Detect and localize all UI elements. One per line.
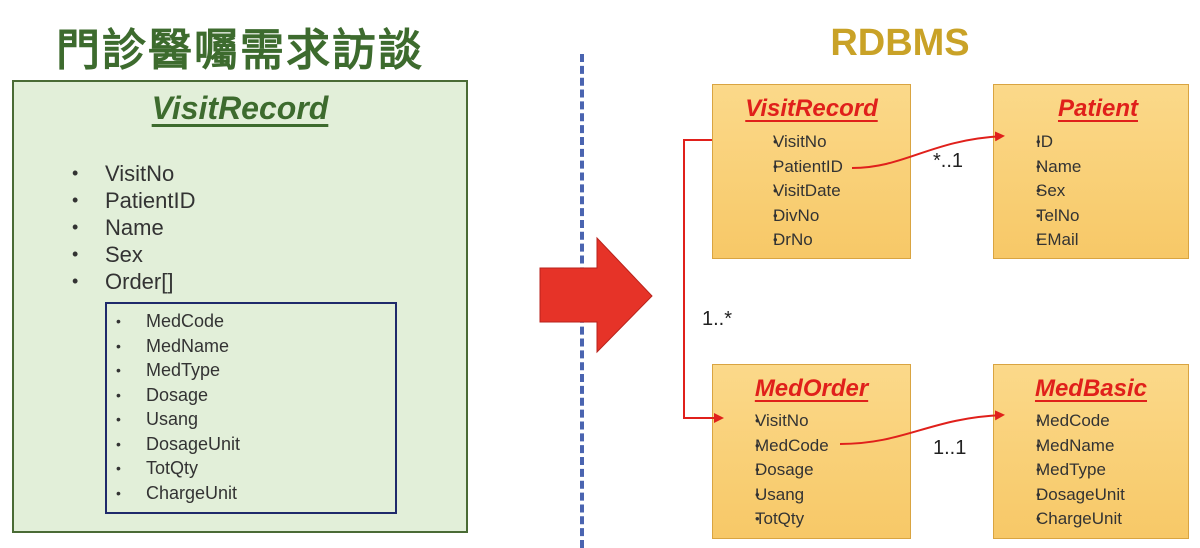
table-visitrecord: VisitRecord VisitNo PatientID VisitDate … [712,84,911,259]
list-item: PatientID [72,187,196,214]
list-item: VisitNo [723,409,829,434]
table-field-list: VisitNo MedCode Dosage Usang TotQty [723,409,829,532]
list-item: ID [1012,130,1081,155]
list-item: Sex [72,241,196,268]
list-item: Name [1012,155,1081,180]
table-field-list: MedCode MedName MedType DosageUnit Charg… [1004,409,1125,532]
list-item: VisitNo [733,130,843,155]
table-medbasic: MedBasic MedCode MedName MedType DosageU… [993,364,1189,539]
list-item: Sex [1012,179,1081,204]
list-item: TelNo [1012,204,1081,229]
list-item: MedCode [116,309,240,334]
list-item: Dosage [723,458,829,483]
list-item: Dosage [116,383,240,408]
list-item: MedType [1004,458,1125,483]
list-item: VisitDate [733,179,843,204]
list-item: TotQty [723,507,829,532]
list-item: MedName [1004,434,1125,459]
list-item: ChargeUnit [1004,507,1125,532]
list-item: MedCode [1004,409,1125,434]
list-item: Name [72,214,196,241]
table-field-list: ID Name Sex TelNo EMail [1012,130,1081,253]
table-medorder: MedOrder VisitNo MedCode Dosage Usang To… [712,364,911,539]
relation-label-order-basic: 1..1 [933,437,967,459]
requirements-field-list: VisitNo PatientID Name Sex Order[] [72,160,196,295]
list-item: Usang [723,483,829,508]
table-title: MedBasic [1034,375,1148,402]
list-item: MedType [116,358,240,383]
table-patient: Patient ID Name Sex TelNo EMail [993,84,1189,259]
list-item: PatientID [733,155,843,180]
table-title: MedOrder [754,375,869,402]
table-title: Patient [1057,95,1138,122]
relation-line-visit-order [683,139,724,423]
left-title: 門診醫囑需求訪談 [56,25,424,76]
list-item: VisitNo [72,160,196,187]
list-item: TotQty [116,456,240,481]
requirements-box-title: VisitRecord [151,90,329,126]
list-item: DivNo [733,204,843,229]
list-item: MedName [116,334,240,359]
order-subfields-box [105,302,397,514]
right-title: RDBMS [830,22,970,64]
list-item: EMail [1012,228,1081,253]
table-field-list: VisitNo PatientID VisitDate DivNo DrNo [733,130,843,253]
relation-label-visit-order: 1..* [702,308,733,330]
list-item: MedCode [723,434,829,459]
list-item: Usang [116,407,240,432]
table-title: VisitRecord [745,95,878,122]
list-item: DosageUnit [116,432,240,457]
list-item: DrNo [733,228,843,253]
list-item: ChargeUnit [116,481,240,506]
relation-line-order-basic [839,410,1005,445]
relation-label-visit-patient: *..1 [933,150,964,172]
list-item: DosageUnit [1004,483,1125,508]
list-item: Order[] [72,268,196,295]
order-subfield-list: MedCode MedName MedType Dosage Usang Dos… [116,309,240,505]
relation-line-visit-patient [851,131,1005,169]
